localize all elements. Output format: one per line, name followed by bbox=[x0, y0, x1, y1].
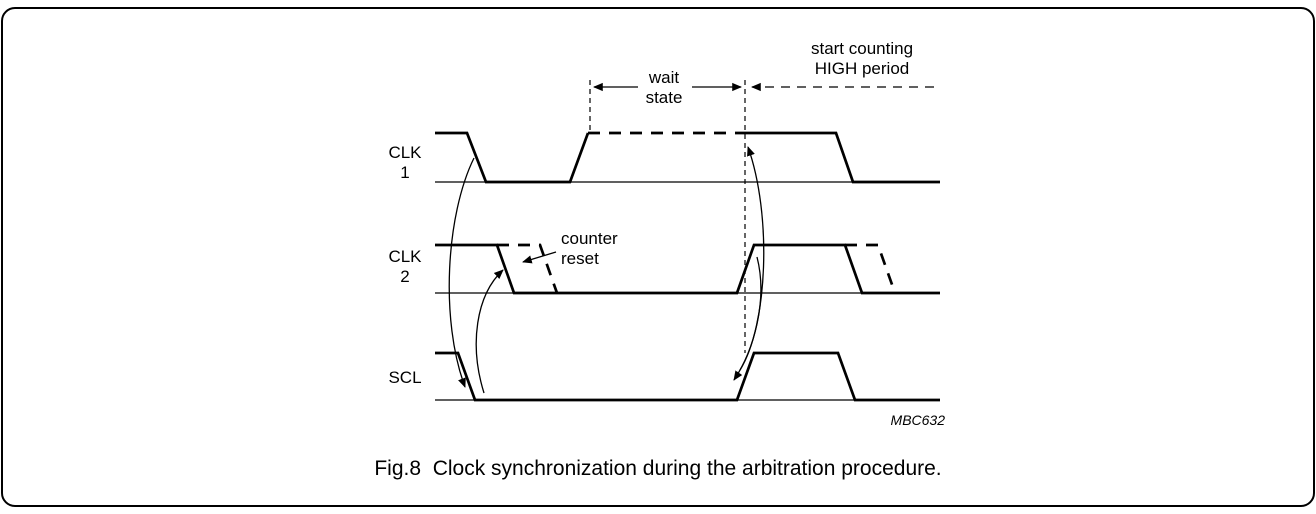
start-counting-line2: HIGH period bbox=[814, 59, 910, 78]
wave-clk1-seg0 bbox=[435, 131, 590, 184]
figure-code: MBC632 bbox=[890, 412, 945, 428]
counter-reset-arrow bbox=[522, 251, 557, 264]
clk2-label-line1: CLK bbox=[388, 247, 422, 266]
scl-to-clk1-arrow bbox=[739, 146, 765, 371]
clk1-to-scl-arrow bbox=[448, 157, 475, 388]
figure-caption: Fig.8 Clock synchronization during the a… bbox=[374, 457, 942, 480]
counter-reset-line1: counter bbox=[561, 229, 618, 248]
wave-clk2-seg2 bbox=[845, 243, 897, 294]
clk2-label-line2: 2 bbox=[400, 267, 410, 286]
clk2-label: CLK 2 bbox=[370, 247, 440, 287]
clk2-to-scl-arrow bbox=[733, 256, 762, 381]
scl-to-clk2-arrow bbox=[475, 269, 504, 394]
counter-reset-label: counter reset bbox=[561, 229, 618, 269]
wave-clk2-seg0 bbox=[435, 243, 940, 295]
wait-state-line1: wait bbox=[648, 68, 680, 87]
wait-state-line2: state bbox=[645, 88, 683, 107]
wave-clk2-seg1 bbox=[497, 243, 559, 294]
waveforms-group bbox=[435, 131, 940, 402]
start-counting-line1: start counting bbox=[810, 39, 914, 58]
wait-state-label: wait state bbox=[614, 68, 714, 108]
wave-clk1-seg2 bbox=[742, 131, 940, 184]
clk1-label-line2: 1 bbox=[400, 163, 410, 182]
scl-label-line1: SCL bbox=[388, 368, 422, 387]
scl-label: SCL bbox=[370, 368, 440, 388]
start-counting-label: start counting HIGH period bbox=[762, 39, 962, 79]
clk1-label-line1: CLK bbox=[388, 143, 422, 162]
counter-reset-line2: reset bbox=[561, 249, 599, 268]
clk1-label: CLK 1 bbox=[370, 143, 440, 183]
wave-scl-seg0 bbox=[435, 351, 940, 402]
